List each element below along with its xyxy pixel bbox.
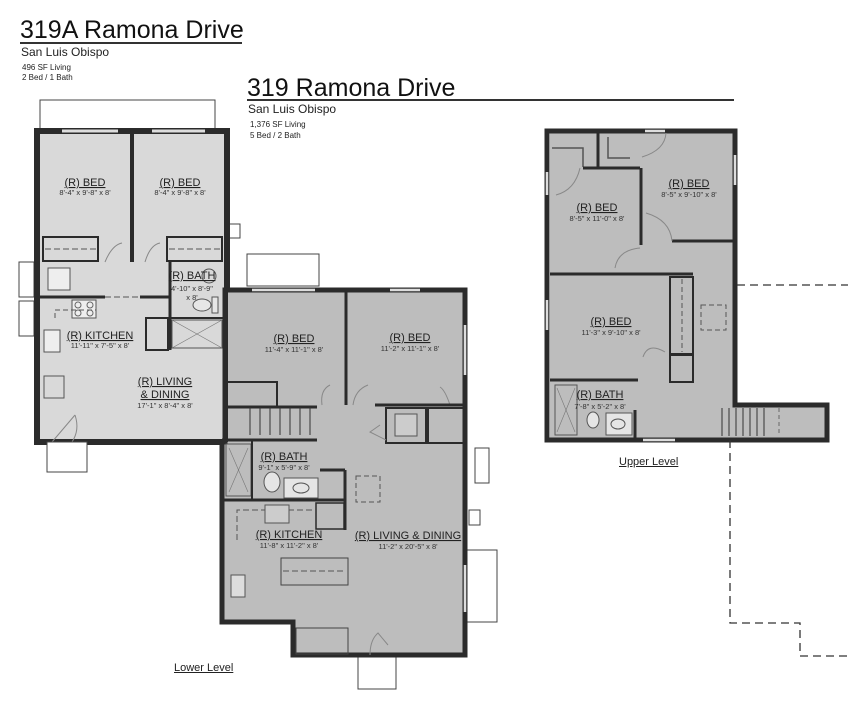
upper-bed2-label: (R) BED bbox=[669, 178, 710, 190]
main-title: 319 Ramona Drive bbox=[247, 74, 456, 102]
lower-level-label: Lower Level bbox=[174, 662, 234, 674]
adu-bath-label: (R) BATH bbox=[169, 270, 216, 282]
upper-level-label: Upper Level bbox=[619, 456, 679, 468]
adu-title-rule bbox=[20, 42, 242, 44]
adu-city: San Luis Obispo bbox=[21, 45, 110, 59]
adu-living-label: (R) LIVING bbox=[138, 376, 192, 388]
adu-bed1-label: (R) BED bbox=[65, 177, 106, 189]
main-title-rule bbox=[247, 99, 734, 101]
lower-bath-dims: 9'-1" x 5'-9" x 8' bbox=[258, 463, 310, 472]
upper-bed2-dims: 8'-5" x 9'-10" x 8' bbox=[661, 190, 717, 199]
adu-kitchen-dims: 11'-11" x 7'-5" x 8' bbox=[71, 341, 130, 350]
adu-plan: (R) BED 8'-4" x 9'-8" x 8' (R) BED 8'-4"… bbox=[18, 99, 241, 473]
main-beds-baths: 5 Bed / 2 Bath bbox=[250, 131, 301, 140]
lower-living-label: (R) LIVING & DINING bbox=[355, 530, 461, 542]
adu-living-label2: & DINING bbox=[141, 389, 190, 401]
lower-bed1-dims: 11'-4" x 11'-1" x 8' bbox=[265, 345, 324, 354]
lower-bed2-dims: 11'-2" x 11'-1" x 8' bbox=[381, 344, 440, 353]
adu-bath-dims2: x 8' bbox=[186, 293, 198, 302]
lower-kitchen-dims: 11'-8" x 11'-2" x 8' bbox=[260, 541, 319, 550]
upper-bath-label: (R) BATH bbox=[577, 389, 624, 401]
adu-living-dims: 17'-1" x 8'-4" x 8' bbox=[137, 401, 193, 410]
adu-title: 319A Ramona Drive bbox=[20, 16, 244, 44]
upper-bed3-label: (R) BED bbox=[591, 316, 632, 328]
adu-beds-baths: 2 Bed / 1 Bath bbox=[22, 73, 73, 82]
upper-bed1-dims: 8'-5" x 11'-0" x 8' bbox=[570, 214, 625, 223]
upper-bath-dims: 7'-8" x 5'-2" x 8' bbox=[574, 402, 626, 411]
lower-living-dims: 11'-2" x 20'-5" x 8' bbox=[378, 542, 438, 551]
adu-bed2-label: (R) BED bbox=[160, 177, 201, 189]
adu-area: 496 SF Living bbox=[22, 63, 71, 72]
lower-kitchen-label: (R) KITCHEN bbox=[256, 529, 323, 541]
adu-bed2-dims: 8'-4" x 9'-8" x 8' bbox=[154, 188, 206, 197]
upper-bed3-dims: 11'-3" x 9'-10" x 8' bbox=[581, 328, 641, 337]
adu-kitchen-label: (R) KITCHEN bbox=[67, 330, 134, 342]
dashed-footprint bbox=[729, 284, 848, 657]
adu-bath-dims: 4'-10" x 8'-9" bbox=[171, 284, 213, 293]
adu-bed1-dims: 8'-4" x 9'-8" x 8' bbox=[59, 188, 111, 197]
main-lower-plan: (R) BED 11'-4" x 11'-1" x 8' (R) BED 11'… bbox=[219, 253, 498, 690]
lower-bed2-label: (R) BED bbox=[390, 332, 431, 344]
main-area: 1,376 SF Living bbox=[250, 120, 306, 129]
lower-bed1-label: (R) BED bbox=[274, 333, 315, 345]
upper-bed1-label: (R) BED bbox=[577, 202, 618, 214]
main-upper-plan: (R) BED 8'-5" x 11'-0" x 8' (R) BED 8'-5… bbox=[544, 128, 830, 443]
lower-bath-label: (R) BATH bbox=[261, 451, 308, 463]
main-city: San Luis Obispo bbox=[248, 102, 337, 116]
